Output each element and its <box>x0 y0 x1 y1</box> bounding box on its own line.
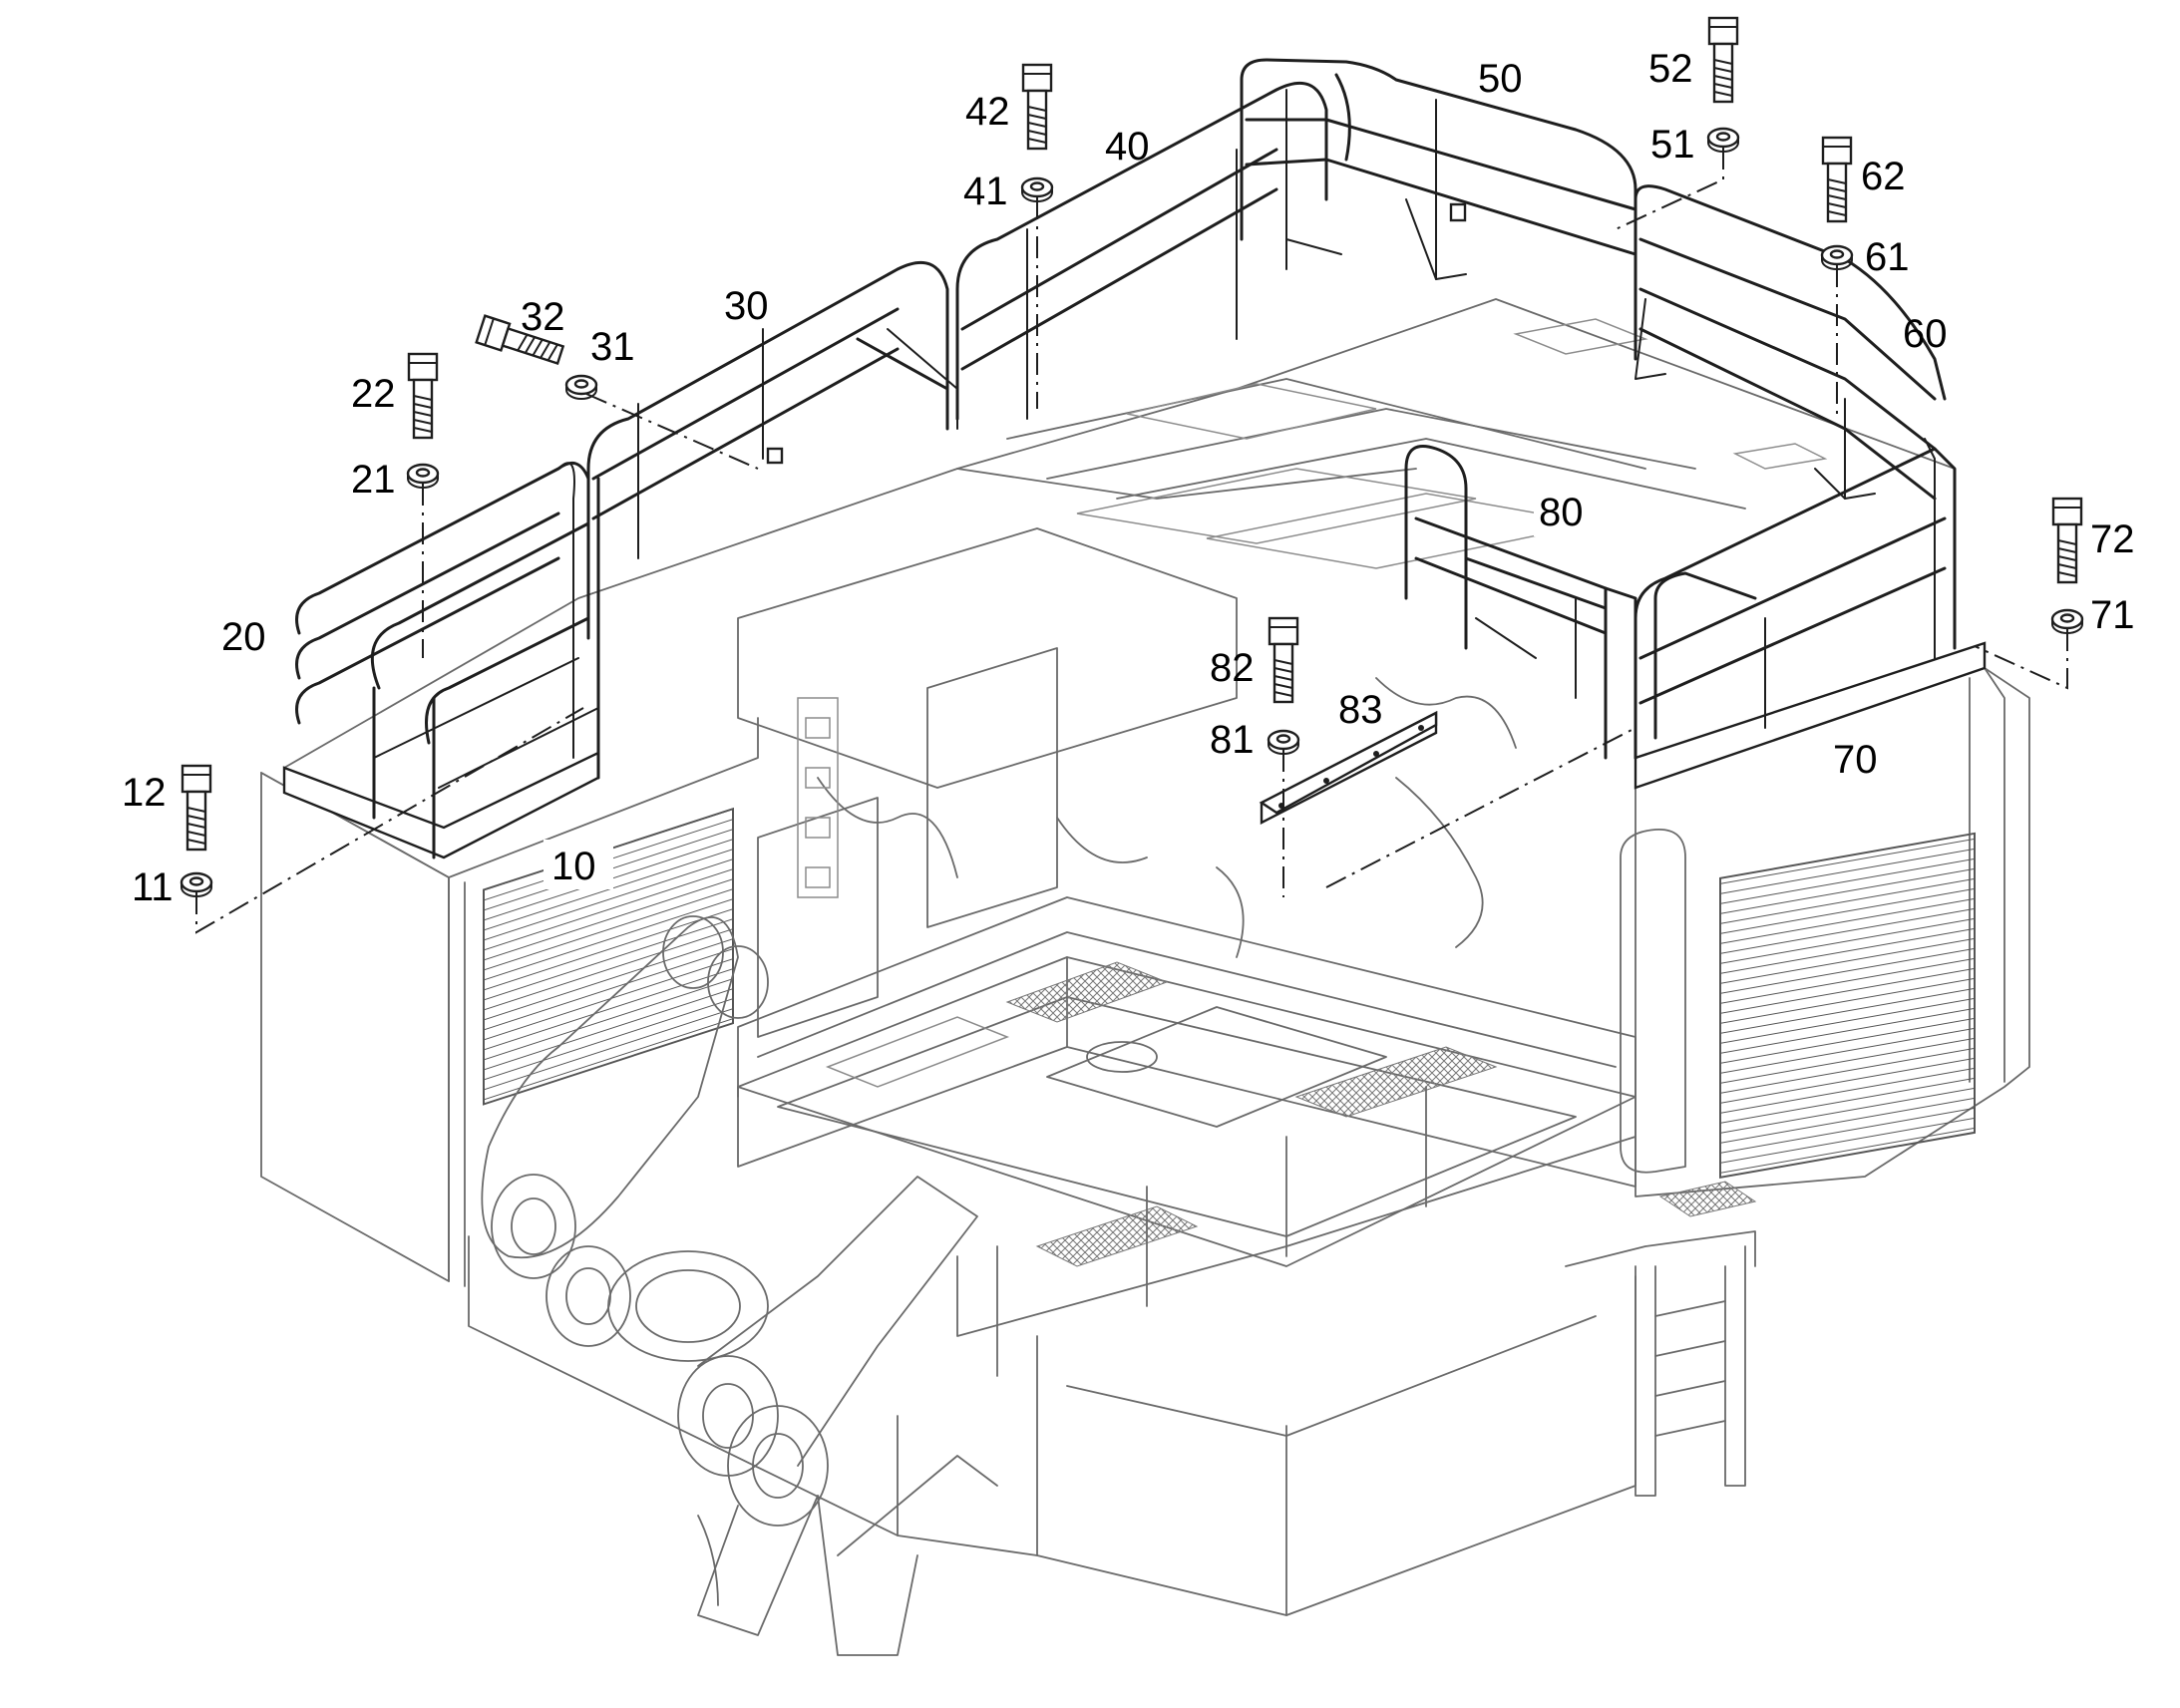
label-10-backdrop <box>544 840 613 889</box>
callout-30: 30 <box>724 284 769 328</box>
callout-40: 40 <box>1105 125 1150 169</box>
callout-10: 10 <box>551 845 596 888</box>
callout-70: 70 <box>1833 738 1878 782</box>
bolt-72-icon <box>2051 497 2083 584</box>
callout-42: 42 <box>965 90 1010 134</box>
bolt-12-icon <box>181 764 212 852</box>
guard-rail-70 <box>1634 438 1987 790</box>
callout-71: 71 <box>2090 593 2135 637</box>
callout-81: 81 <box>1210 718 1255 762</box>
callout-31: 31 <box>590 325 635 369</box>
callout-21: 21 <box>351 458 396 502</box>
bolt-62-icon <box>1821 136 1853 223</box>
bolt-42-icon <box>1021 63 1053 151</box>
callout-labels: 10 11 12 20 21 22 30 31 32 40 41 42 50 5… <box>122 47 2135 909</box>
guard-rail-50 <box>1240 58 1637 280</box>
bolt-82-icon <box>1268 616 1299 704</box>
bolt-52-icon <box>1707 16 1739 104</box>
callout-32: 32 <box>521 295 565 339</box>
superstructure-body <box>260 298 2030 1656</box>
bolt-22-icon <box>407 352 439 440</box>
callout-50: 50 <box>1478 57 1523 101</box>
callout-11: 11 <box>132 865 174 909</box>
guard-rail-60 <box>1634 184 1947 501</box>
label-80-backdrop <box>1534 487 1604 536</box>
callout-52: 52 <box>1648 47 1693 91</box>
callout-60: 60 <box>1903 312 1948 356</box>
guard-rail-80 <box>1404 445 1637 760</box>
callout-82: 82 <box>1210 646 1255 690</box>
callout-62: 62 <box>1861 155 1906 198</box>
callout-51: 51 <box>1650 123 1695 167</box>
guard-rail-assemblies <box>282 58 1987 859</box>
mounting-plate-83 <box>1259 711 1438 825</box>
callout-83: 83 <box>1338 688 1383 732</box>
assembly-center-lines <box>195 148 2068 934</box>
guard-rail-20 <box>282 461 600 859</box>
callout-61: 61 <box>1865 235 1910 279</box>
callout-22: 22 <box>351 372 396 416</box>
callout-80: 80 <box>1539 491 1584 534</box>
callout-72: 72 <box>2090 517 2135 561</box>
guard-rail-30 <box>586 260 958 560</box>
callout-41: 41 <box>963 170 1008 213</box>
callout-20: 20 <box>221 615 266 659</box>
callout-12: 12 <box>122 771 167 815</box>
